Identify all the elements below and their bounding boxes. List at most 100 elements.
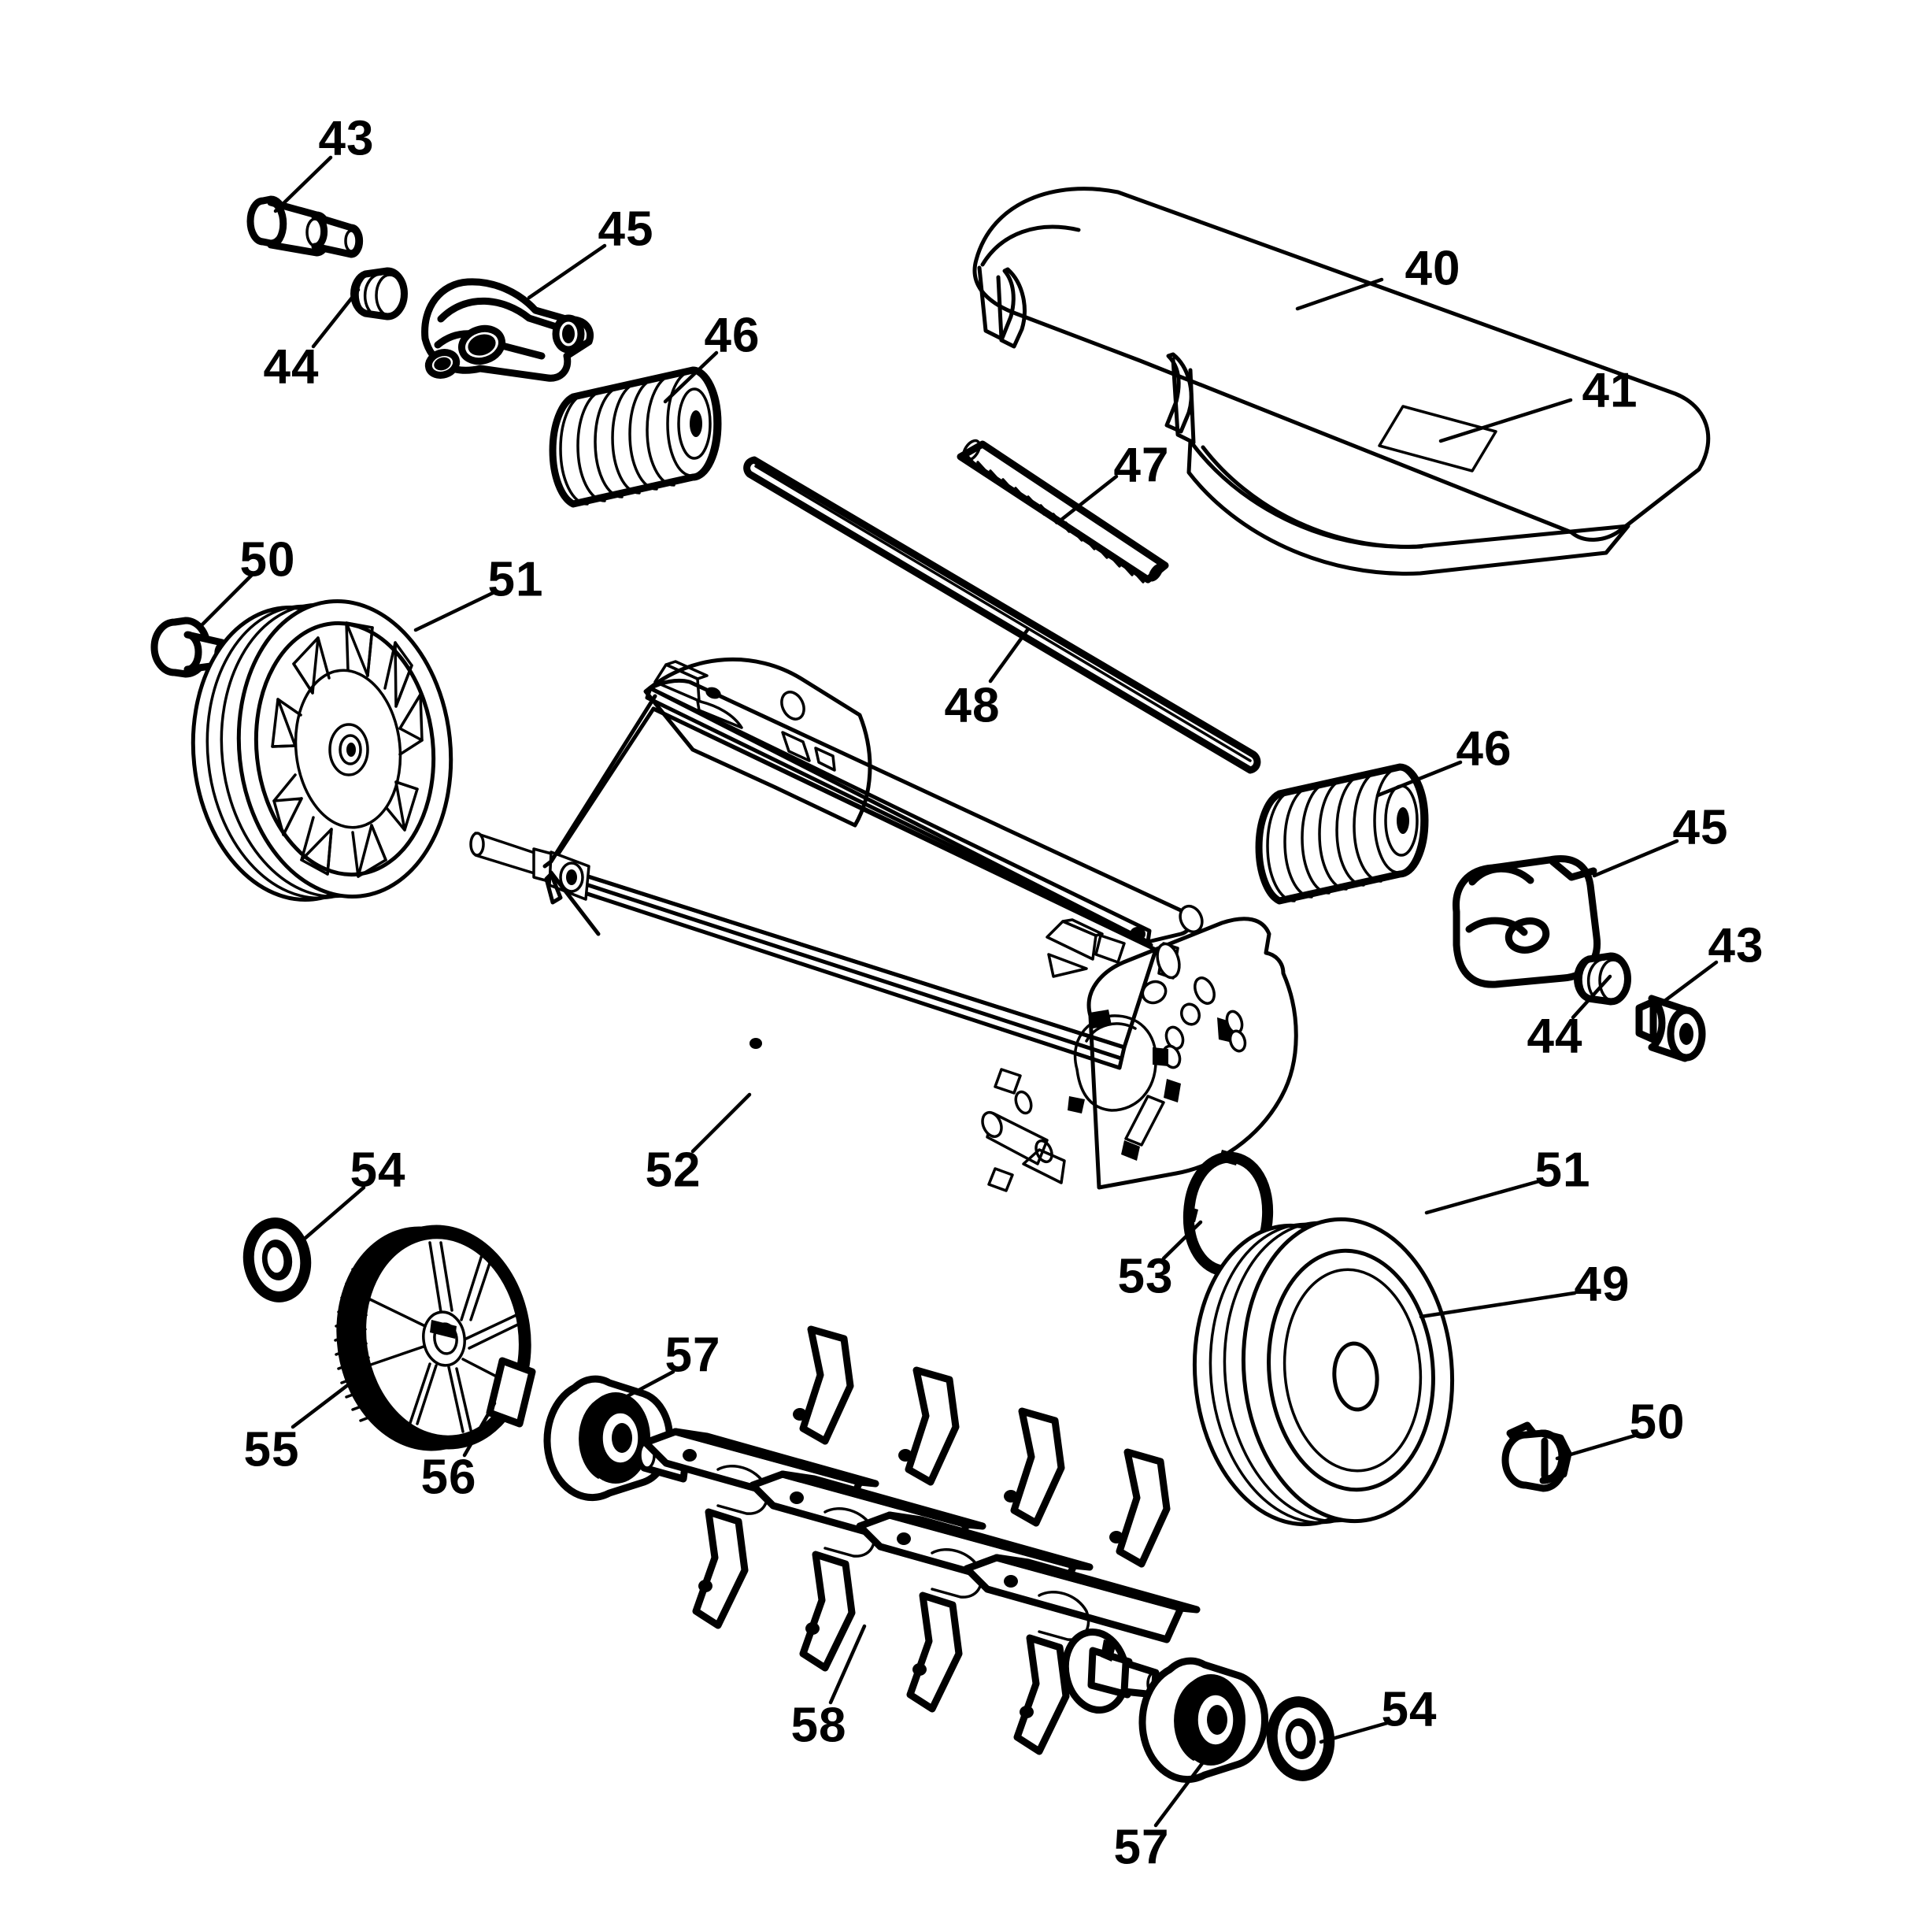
gear-spokes-shadow — [416, 1241, 523, 1432]
callout-number: 50 — [240, 532, 296, 587]
callout-number: 44 — [1527, 1009, 1583, 1063]
leader-line — [198, 572, 254, 628]
part-46-bellows-spring-left — [549, 366, 722, 508]
part-51-wheel-right — [1192, 1217, 1455, 1527]
wheel-spoke-chevrons-left — [271, 621, 424, 878]
blade-set — [963, 1448, 1201, 1755]
callout-number: 46 — [705, 308, 761, 362]
part-55-drive-gear-pulley — [334, 1225, 531, 1451]
callout-number: 47 — [1114, 438, 1170, 492]
callout-number: 40 — [1405, 241, 1461, 295]
leader-line — [988, 628, 1030, 684]
callout-number: 45 — [1673, 800, 1729, 854]
leader-line — [1319, 1721, 1390, 1744]
callout-45-axle-bracket-right: 45 — [1592, 800, 1729, 878]
leader-line — [1059, 474, 1119, 522]
leader-line — [600, 1369, 675, 1412]
leader-line — [1419, 1291, 1577, 1319]
callout-number: 49 — [1575, 1257, 1630, 1311]
part-57-bearing-right — [1138, 1657, 1269, 1784]
callout-43-shoulder-bolt-left: 43 — [273, 111, 375, 213]
leader-line — [303, 1185, 366, 1240]
leader-line — [527, 243, 607, 300]
part-51-wheel-left — [191, 599, 453, 902]
part-43-shoulder-bolt-right — [1635, 995, 1706, 1062]
leader-line — [1592, 839, 1679, 878]
part-54-seal-washer-right — [1266, 1696, 1335, 1781]
callout-number: 51 — [488, 552, 544, 606]
callout-number: 44 — [264, 339, 320, 394]
callout-50-wheel-cap-right: 50 — [1555, 1395, 1686, 1461]
part-43-shoulder-bolt-left — [246, 195, 364, 258]
callout-48-axle-rod: 48 — [945, 628, 1030, 732]
callout-number: 57 — [1114, 1820, 1170, 1874]
callout-number: 53 — [1118, 1249, 1174, 1303]
callout-number: 46 — [1456, 721, 1512, 776]
callout-number: 41 — [1582, 363, 1638, 417]
leader-line — [413, 590, 497, 632]
callout-52-roller-housing: 52 — [646, 1092, 752, 1197]
callout-55-drive-gear-pulley: 55 — [244, 1372, 365, 1477]
part-40-handle-cover — [972, 187, 1711, 576]
leader-line — [1375, 760, 1463, 798]
leader-line — [1571, 974, 1612, 1020]
leader-line — [690, 1092, 752, 1154]
part-49-wheel-hub-right — [1267, 1248, 1435, 1492]
callout-number: 58 — [791, 1698, 847, 1752]
callout-49-wheel-hub-right: 49 — [1419, 1257, 1630, 1319]
part-45-axle-bracket-left — [421, 278, 594, 382]
callout-46-spring-bellows-right: 46 — [1375, 721, 1512, 798]
leader-line — [663, 350, 719, 404]
callout-number: 57 — [665, 1328, 721, 1382]
leader-line — [1153, 1760, 1205, 1828]
callout-44-bushing-left: 44 — [264, 287, 361, 394]
leader-line — [1655, 960, 1719, 1009]
callout-number: 43 — [1708, 918, 1764, 973]
part-45-axle-bracket-right — [1453, 855, 1601, 988]
callout-53-retaining-ring: 53 — [1118, 1220, 1203, 1303]
callout-number: 48 — [945, 678, 1001, 732]
callout-57-bearing-left: 57 — [600, 1328, 721, 1412]
callout-58-blade-reel-shaft: 58 — [791, 1624, 867, 1752]
callout-45-axle-bracket-left: 45 — [527, 202, 654, 300]
callout-43-shoulder-bolt-right: 43 — [1655, 918, 1764, 1009]
callout-number: 54 — [350, 1143, 406, 1197]
callout-number: 51 — [1535, 1143, 1591, 1197]
part-44-bushing-right — [1574, 952, 1631, 1006]
callout-number: 50 — [1630, 1395, 1686, 1449]
callout-number: 43 — [319, 111, 375, 165]
part-47-compression-spring — [957, 439, 1169, 584]
part-52-roller-housing — [469, 657, 1298, 1192]
blade-set — [856, 1407, 1094, 1713]
leader-line — [462, 1401, 497, 1458]
part-58-blade-reel-shaft — [638, 1325, 1201, 1755]
part-48-axle-rod — [743, 456, 1261, 774]
leader-line — [1555, 1432, 1640, 1461]
callout-44-bushing-right: 44 — [1527, 974, 1612, 1063]
leader-line — [1161, 1220, 1203, 1261]
leader-line — [273, 155, 333, 213]
callout-number: 45 — [598, 202, 654, 256]
callout-layer: 40 41 43 44 45 46 47 48 46 45 43 44 50 51 52 53 49 51 50 54… — [198, 111, 1764, 1874]
gear-teeth — [334, 1257, 390, 1422]
part-54-seal-washer-left — [242, 1217, 312, 1302]
leader-line — [311, 287, 361, 349]
part-41-label-plate — [1378, 405, 1497, 472]
callout-47-compression-spring: 47 — [1059, 438, 1170, 522]
leader-line — [291, 1372, 365, 1429]
callout-51-wheel-rim-left: 51 — [413, 552, 544, 632]
part-50-wheel-cap-right — [1501, 1421, 1572, 1492]
leader-line — [1438, 398, 1573, 443]
part-57-bearing-left — [543, 1375, 674, 1502]
callout-46-spring-bellows-left: 46 — [663, 308, 761, 404]
callout-56-drive-key: 56 — [421, 1401, 497, 1504]
part-56-drive-key — [486, 1357, 536, 1428]
callout-number: 55 — [244, 1422, 300, 1477]
callout-40-handle-cover-upper: 40 — [1295, 241, 1461, 311]
callout-54-seal-washer-left: 54 — [303, 1143, 406, 1240]
callout-number: 56 — [421, 1450, 477, 1504]
callout-54-seal-washer-right: 54 — [1319, 1682, 1436, 1744]
